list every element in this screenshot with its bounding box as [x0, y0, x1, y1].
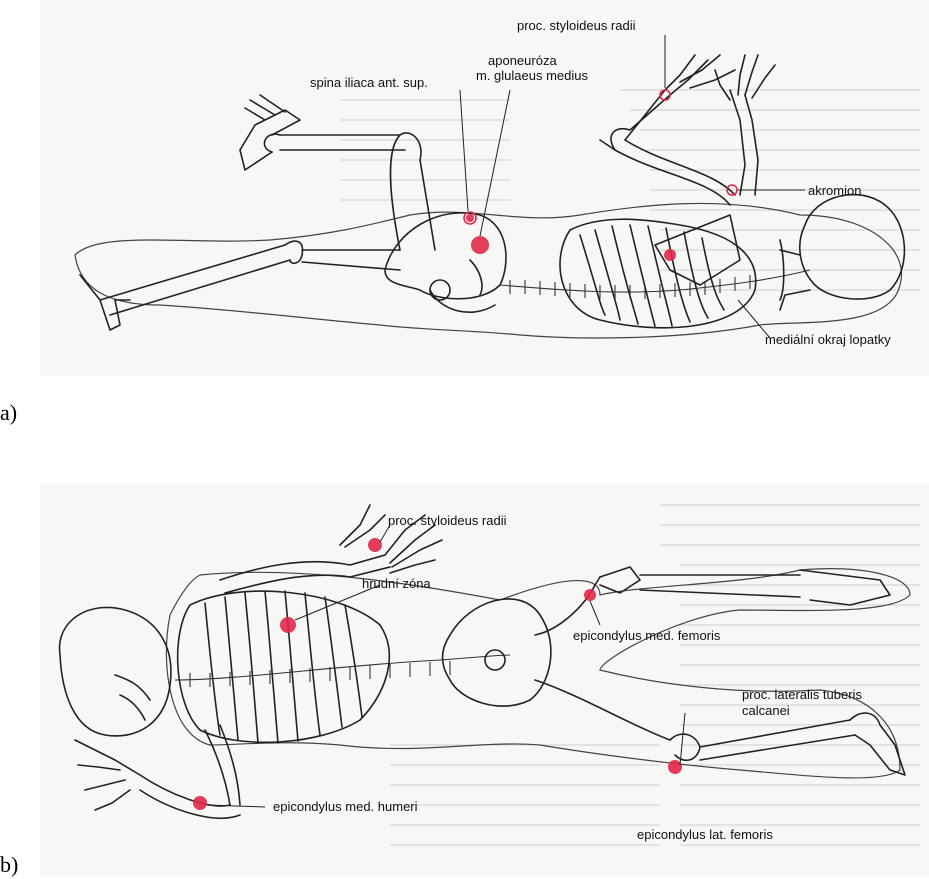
label-medialni-okraj-lopatky: mediální okraj lopatky	[765, 332, 891, 347]
lower-limb-left	[80, 241, 400, 330]
marker-thoracic-zone	[280, 617, 296, 633]
marker-epicondylus-med-femoris	[584, 589, 596, 601]
label-hrudni-zona: hrudní zóna	[362, 576, 431, 591]
label-spina-iliaca: spina iliaca ant. sup.	[310, 75, 428, 90]
rib-cage	[178, 591, 390, 743]
pelvis	[385, 213, 506, 312]
label-aponeuroza: aponeuróza	[488, 53, 557, 68]
caption-b: b)	[0, 852, 18, 878]
skeleton-side-lying-illustration	[40, 0, 929, 376]
label-proc-styloideus-radii-b: proc. styloideus radii	[388, 513, 507, 528]
upper-limb-bottom	[75, 725, 240, 818]
pelvis	[443, 599, 551, 706]
spine	[175, 655, 510, 687]
lower-limb-upper	[240, 95, 435, 250]
caption-a: a)	[0, 400, 17, 426]
label-m-gluteus-medius: m. glulaeus medius	[476, 68, 588, 83]
label-epicondylus-med-humeri: epicondylus med. humeri	[273, 799, 418, 814]
spine	[500, 270, 810, 299]
marker-spina-iliaca-dot	[466, 214, 474, 222]
rib-cage	[560, 219, 756, 328]
label-proc-styloideus-radii: proc. styloideus radii	[517, 18, 636, 33]
label-proc-lateralis-tuberis: proc. lateralis tuberis	[742, 687, 862, 702]
label-calcanei: calcanei	[742, 703, 790, 718]
label-epicondylus-lat-femoris: epicondylus lat. femoris	[637, 827, 773, 842]
skull	[60, 607, 171, 736]
marker-scapula	[664, 249, 676, 261]
marker-aponeurosis	[471, 236, 489, 254]
label-akromion: akromion	[808, 183, 861, 198]
marker-styloid-b	[368, 538, 382, 552]
skeleton-supine-illustration	[40, 485, 929, 877]
skull	[780, 195, 904, 310]
marker-epicondylus-med-humeri	[193, 796, 207, 810]
figure-panel-a: proc. styloideus radii aponeuróza m. glu…	[40, 0, 929, 376]
label-epicondylus-med-femoris: epicondylus med. femoris	[573, 628, 720, 643]
background-texture	[390, 505, 920, 845]
figure-panel-b: proc. styloideus radii hrudní zóna epico…	[40, 485, 929, 877]
